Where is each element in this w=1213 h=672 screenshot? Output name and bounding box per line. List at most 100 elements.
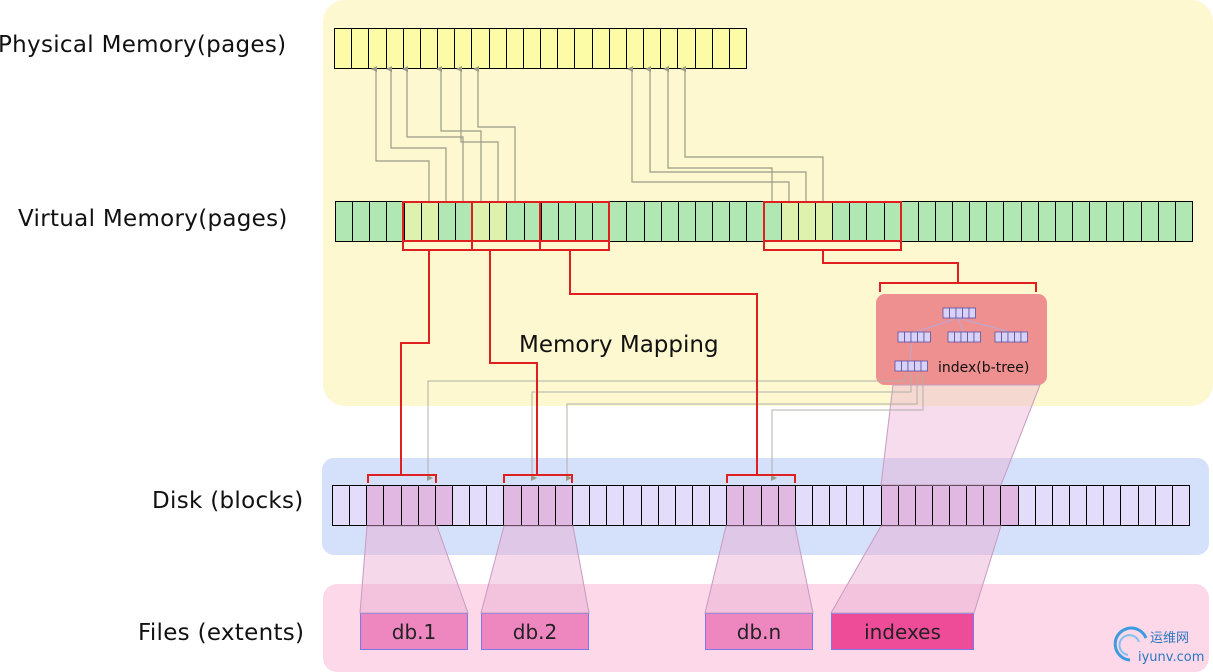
- disk-block-cell: [1052, 486, 1071, 525]
- watermark-cn-text: 运维网: [1150, 631, 1189, 646]
- watermark-en-text: iyunv.com: [1138, 650, 1204, 665]
- virtual-page-cell: [1038, 202, 1056, 241]
- disk-block-row: [332, 485, 1190, 526]
- disk-block-cell: [675, 486, 693, 525]
- disk-block-cell: [812, 486, 831, 525]
- virtual-page-row: [335, 201, 1193, 242]
- disk-block-cell: [367, 486, 385, 525]
- disk-block-cell: [1172, 486, 1190, 525]
- file-db1: db.1: [360, 613, 468, 650]
- virtual-page-cell: [473, 202, 491, 241]
- physical-page-cell: [369, 29, 387, 68]
- virtual-page-cell: [850, 202, 868, 241]
- virtual-page-cell: [815, 202, 834, 241]
- physical-page-cell: [729, 29, 747, 68]
- watermark-logo-icon: 运维网 iyunv.com: [1113, 626, 1204, 665]
- disk-block-cell: [435, 486, 453, 525]
- disk-block-cell: [384, 486, 402, 525]
- virtual-page-cell: [507, 202, 525, 241]
- disk-block-cell: [504, 486, 522, 525]
- virtual-page-cell: [935, 202, 954, 241]
- disk-block-cell: [1035, 486, 1053, 525]
- physical-page-cell: [712, 29, 730, 68]
- physical-page-cell: [489, 29, 507, 68]
- virtual-page-cell: [1073, 202, 1091, 241]
- virtual-page-cell: [1175, 202, 1193, 241]
- physical-page-cell: [644, 29, 662, 68]
- virtual-page-cell: [387, 202, 405, 241]
- disk-block-cell: [710, 486, 728, 525]
- disk-block-cell: [658, 486, 676, 525]
- disk-block-cell: [572, 486, 591, 525]
- virtual-page-cell: [610, 202, 628, 241]
- physical-page-cell: [541, 29, 559, 68]
- virtual-page-cell: [644, 202, 662, 241]
- virtual-page-cell: [575, 202, 594, 241]
- physical-page-cell: [575, 29, 593, 68]
- virtual-page-cell: [970, 202, 988, 241]
- disk-block-cell: [950, 486, 968, 525]
- disk-block-cell: [401, 486, 419, 525]
- physical-page-cell: [455, 29, 473, 68]
- virtual-page-cell: [438, 202, 456, 241]
- disk-block-cell: [795, 486, 813, 525]
- virtual-page-cell: [953, 202, 971, 241]
- physical-page-cell: [335, 29, 353, 68]
- virtual-page-cell: [764, 202, 782, 241]
- virtual-page-cell: [1124, 202, 1142, 241]
- virtual-page-cell: [833, 202, 851, 241]
- physical-page-cell: [592, 29, 610, 68]
- disk-block-cell: [590, 486, 608, 525]
- virtual-page-cell: [490, 202, 508, 241]
- disk-block-cell: [350, 486, 368, 525]
- virtual-page-cell: [730, 202, 748, 241]
- physical-page-cell: [438, 29, 456, 68]
- virtual-page-cell: [404, 202, 422, 241]
- virtual-page-cell: [713, 202, 731, 241]
- physical-memory-label: Physical Memory(pages): [0, 32, 287, 58]
- disk-block-cell: [538, 486, 556, 525]
- physical-page-cell: [472, 29, 490, 68]
- disk-block-cell: [607, 486, 625, 525]
- virtual-page-cell: [1004, 202, 1022, 241]
- physical-page-cell: [420, 29, 439, 68]
- disk-block-cell: [521, 486, 539, 525]
- physical-page-cell: [678, 29, 696, 68]
- disk-block-cell: [847, 486, 865, 525]
- virtual-page-cell: [695, 202, 714, 241]
- physical-page-row: [334, 28, 747, 69]
- disk-block-cell: [1018, 486, 1036, 525]
- virtual-page-cell: [627, 202, 645, 241]
- disk-block-cell: [1001, 486, 1019, 525]
- virtual-page-cell: [593, 202, 611, 241]
- disk-block-cell: [624, 486, 642, 525]
- disk-block-cell: [830, 486, 848, 525]
- disk-block-cell: [984, 486, 1002, 525]
- file-db2: db.2: [481, 613, 589, 650]
- virtual-page-cell: [1021, 202, 1039, 241]
- virtual-page-cell: [884, 202, 902, 241]
- disk-block-cell: [744, 486, 762, 525]
- virtual-page-cell: [798, 202, 816, 241]
- disk-block-cell: [692, 486, 711, 525]
- disk-block-cell: [967, 486, 985, 525]
- virtual-page-cell: [336, 202, 354, 241]
- virtual-page-cell: [421, 202, 439, 241]
- disk-block-cell: [487, 486, 505, 525]
- virtual-page-cell: [353, 202, 371, 241]
- physical-page-cell: [386, 29, 404, 68]
- virtual-page-cell: [1090, 202, 1108, 241]
- virtual-page-cell: [455, 202, 474, 241]
- btree-index-box: [876, 294, 1047, 385]
- disk-block-cell: [898, 486, 916, 525]
- disk-block-cell: [641, 486, 659, 525]
- disk-block-cell: [1138, 486, 1156, 525]
- physical-page-cell: [558, 29, 576, 68]
- physical-page-cell: [506, 29, 524, 68]
- physical-page-cell: [626, 29, 645, 68]
- disk-block-cell: [1121, 486, 1139, 525]
- virtual-page-cell: [1158, 202, 1176, 241]
- disk-block-cell: [1070, 486, 1088, 525]
- disk-block-cell: [452, 486, 471, 525]
- physical-page-cell: [695, 29, 713, 68]
